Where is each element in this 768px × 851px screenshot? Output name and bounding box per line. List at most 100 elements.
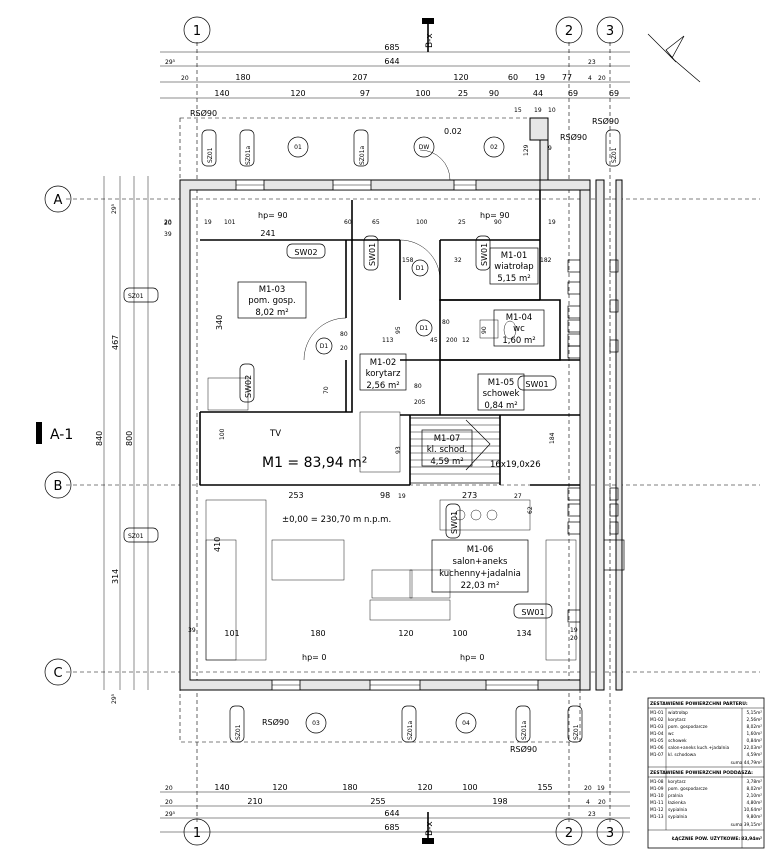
svg-text:4,80m²: 4,80m² [747, 800, 763, 806]
svg-text:korytarz: korytarz [668, 717, 686, 723]
room-m1-04: M1-04 wc 1,60 m² [493, 309, 545, 347]
svg-text:20: 20 [165, 799, 173, 806]
svg-text:SZ01: SZ01 [207, 147, 214, 163]
svg-text:M1-01: M1-01 [650, 710, 664, 716]
svg-text:69: 69 [609, 89, 619, 98]
svg-text:20: 20 [598, 799, 606, 806]
window-symbol-tags: SZ01 SZ01a SZ01a SZ01 SZ01 SZ01 SZ01a SZ… [123, 129, 621, 743]
svg-text:4,59 m²: 4,59 m² [430, 457, 463, 467]
svg-text:2,56m²: 2,56m² [747, 717, 763, 723]
svg-text:M1-11: M1-11 [650, 800, 664, 806]
schedule-rows-ground: M1-01 wiatrołap 5,15m² M1-02 korytarz 2,… [650, 710, 762, 766]
svg-text:sypialnia: sypialnia [668, 807, 687, 813]
svg-text:M1-03: M1-03 [259, 285, 286, 295]
svg-text:20: 20 [165, 785, 173, 792]
svg-text:60: 60 [344, 219, 352, 226]
svg-text:65: 65 [372, 219, 380, 226]
svg-text:140: 140 [214, 89, 229, 98]
svg-text:SW01: SW01 [480, 243, 489, 266]
svg-text:95: 95 [395, 326, 402, 334]
svg-text:5,15 m²: 5,15 m² [497, 274, 530, 284]
elevation-label: ±0,00 = 230,70 m n.p.m. [282, 515, 391, 525]
area-schedule-table: ZESTAWIENIE POWIERZCHNI PARTERU: M1-01 w… [647, 697, 765, 849]
sw-tags: SW02 SW02 SW01 SW01 SW01 SW01 SW01 [239, 235, 557, 619]
svg-text:9: 9 [548, 145, 552, 152]
svg-text:M1-10: M1-10 [650, 793, 664, 799]
svg-text:pom. gospodarcze: pom. gospodarcze [668, 724, 708, 730]
svg-text:A: A [54, 193, 63, 208]
svg-text:20: 20 [598, 75, 606, 82]
svg-text:SZ01: SZ01 [235, 724, 242, 740]
axis-bubble-a: A [44, 185, 72, 213]
room-m1-07: M1-07 kl. schod. 4,59 m² [421, 429, 473, 467]
svg-text:wc: wc [668, 732, 675, 737]
svg-text:kuchenny+jadalnia: kuchenny+jadalnia [439, 569, 521, 579]
svg-text:M1-02: M1-02 [370, 358, 397, 368]
svg-text:69: 69 [568, 89, 578, 98]
svg-text:1: 1 [193, 826, 201, 841]
svg-text:22,03m²: 22,03m² [744, 745, 762, 751]
svg-text:suma 44,79m²: suma 44,79m² [731, 760, 763, 766]
svg-text:RSØ90: RSØ90 [592, 116, 619, 126]
svg-text:100: 100 [219, 428, 226, 440]
svg-text:2: 2 [565, 24, 573, 39]
svg-text:B-x: B-x [425, 821, 435, 836]
svg-text:SW01: SW01 [450, 511, 459, 534]
svg-text:10: 10 [548, 107, 556, 114]
svg-text:pom. gosp.: pom. gosp. [248, 296, 295, 306]
svg-text:241: 241 [260, 229, 275, 238]
svg-text:korytarz: korytarz [366, 369, 401, 379]
svg-text:M1-06: M1-06 [650, 745, 664, 751]
svg-text:180: 180 [310, 629, 325, 638]
room-m1-01: M1-01 wiatrołap 5,15 m² [489, 247, 539, 285]
svg-text:SW02: SW02 [244, 375, 253, 398]
svg-text:19: 19 [204, 219, 212, 226]
svg-text:hp= 90: hp= 90 [480, 211, 510, 220]
svg-text:19: 19 [398, 493, 406, 500]
svg-text:wiatrołap: wiatrołap [494, 262, 533, 272]
svg-text:60: 60 [508, 73, 518, 82]
stairs-label: 16x19,0x26 [490, 460, 541, 470]
svg-text:19: 19 [548, 219, 556, 226]
svg-text:0.02: 0.02 [444, 127, 462, 136]
svg-text:44: 44 [533, 89, 543, 98]
svg-text:100: 100 [415, 89, 430, 98]
section-marker-bx-top: B-x [422, 18, 435, 52]
left-dimensions: 840 467 800 314 29⁵ 20 39 29⁵ [95, 176, 172, 704]
svg-text:12: 12 [462, 337, 470, 344]
svg-text:62: 62 [527, 506, 534, 514]
svg-text:10,64m²: 10,64m² [744, 807, 762, 813]
svg-text:M1-12: M1-12 [650, 807, 664, 813]
svg-text:8,02m²: 8,02m² [747, 724, 763, 730]
svg-text:4,59m²: 4,59m² [747, 752, 763, 758]
svg-text:23: 23 [588, 59, 596, 66]
svg-text:314: 314 [111, 569, 120, 584]
svg-text:100: 100 [416, 219, 428, 226]
svg-text:273: 273 [462, 491, 477, 500]
svg-text:158: 158 [402, 257, 414, 264]
svg-text:2: 2 [565, 826, 573, 841]
top-dimensions: 685 29⁵ 644 23 20 180 207 120 60 19 77 4… [160, 43, 630, 99]
svg-text:184: 184 [549, 432, 556, 444]
svg-text:SW02: SW02 [294, 248, 317, 257]
door-labels: D1 D1 D1 0.02 [303, 127, 462, 361]
windows [235, 179, 539, 691]
svg-text:255: 255 [370, 797, 385, 806]
svg-text:19: 19 [535, 73, 545, 82]
svg-text:M1-02: M1-02 [650, 717, 664, 723]
svg-text:25: 25 [458, 219, 466, 226]
svg-text:04: 04 [462, 720, 470, 727]
svg-text:M1-08: M1-08 [650, 779, 664, 785]
svg-text:03: 03 [312, 720, 320, 727]
svg-text:ŁĄCZNIE POW. UŻYTKOWE:: ŁĄCZNIE POW. UŻYTKOWE: [671, 835, 740, 842]
svg-text:840: 840 [95, 431, 104, 446]
axis-bubble-c: C [44, 658, 72, 686]
svg-text:83,94m²: 83,94m² [741, 836, 762, 842]
svg-text:32: 32 [454, 257, 462, 264]
svg-text:8,02 m²: 8,02 m² [255, 308, 288, 318]
svg-text:M1-05: M1-05 [650, 738, 664, 744]
svg-text:45: 45 [430, 337, 438, 344]
svg-text:ZESTAWIENIE POWIERZCHNI PODDAS: ZESTAWIENIE POWIERZCHNI PODDASZA: [650, 770, 753, 776]
svg-text:70: 70 [323, 386, 330, 394]
